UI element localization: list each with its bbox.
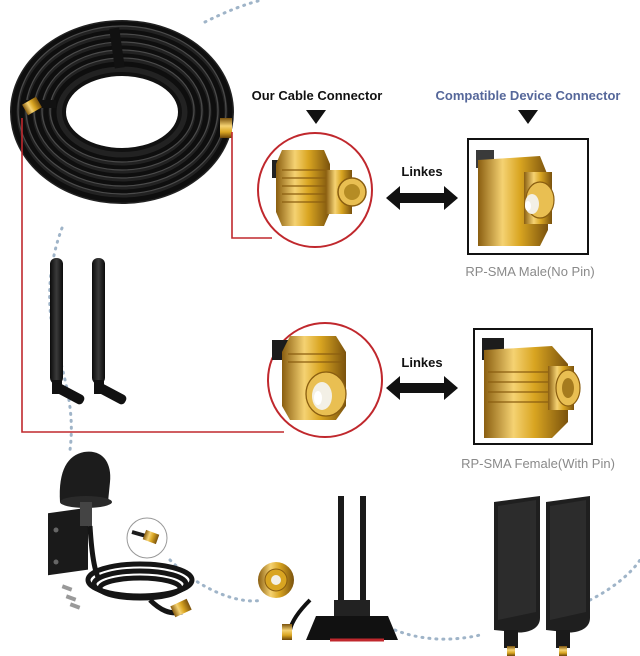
compatible-device-connector-label: Compatible Device Connector [435, 88, 621, 103]
compatible-box-bottom [473, 328, 593, 445]
female-connector-caption: RP-SMA Female(With Pin) [461, 456, 615, 471]
pointer-triangle-left [306, 110, 326, 124]
paddle-antennas [494, 496, 590, 656]
link-label-bottom: Linkes [401, 355, 443, 370]
connector-circle-bottom [267, 322, 383, 438]
dual-antenna-magnetic-base [282, 496, 398, 642]
gold-sma-connector [258, 562, 294, 598]
outdoor-dome-antenna [48, 451, 195, 618]
link-label-top: Linkes [401, 164, 443, 179]
rubber-duck-antennas [50, 258, 127, 405]
compatible-box-top [467, 138, 589, 255]
coiled-cable [10, 20, 234, 204]
leader-lines [21, 118, 284, 433]
pointer-triangle-right [518, 110, 538, 124]
connector-circle-top [257, 132, 373, 248]
male-connector-caption: RP-SMA Male(No Pin) [465, 264, 595, 279]
double-arrow-top [386, 186, 458, 210]
our-cable-connector-label: Our Cable Connector [251, 88, 383, 103]
double-arrow-bottom [386, 376, 458, 400]
